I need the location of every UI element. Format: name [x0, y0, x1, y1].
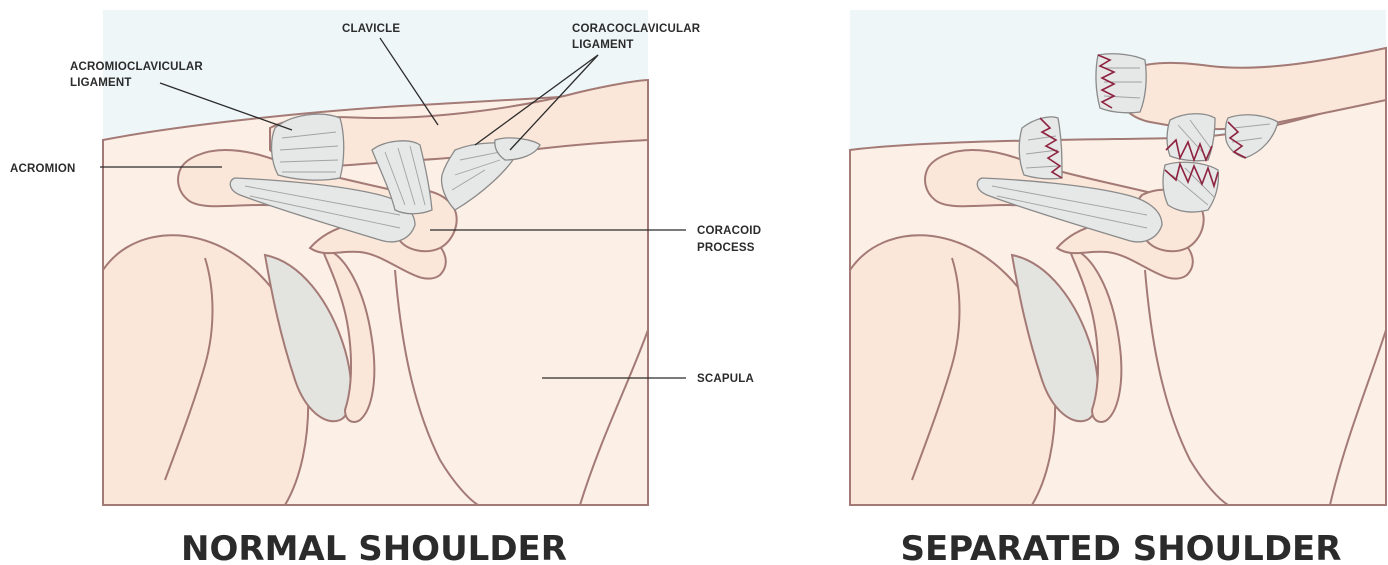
clavicle-label: CLAVICLE [342, 23, 400, 35]
coracoclavicular-label-line1: CORACOCLAVICULAR [572, 23, 701, 35]
coracoclavicular-label-line2: LIGAMENT [572, 39, 634, 51]
normal-acromioclavicular-ligament [272, 114, 344, 180]
separated-torn-trapezoid-lower [1163, 162, 1218, 212]
separated-torn-ac-ligament-upper [1096, 54, 1146, 113]
coracoid-label-line1: CORACOID [697, 225, 761, 237]
scapula-label: SCAPULA [697, 373, 754, 385]
separated-shoulder-panel: SEPARATED SHOULDER [850, 10, 1386, 565]
coracoid-label-line2: PROCESS [697, 242, 755, 254]
acromioclavicular-label-line2: LIGAMENT [70, 77, 132, 89]
normal-shoulder-caption: NORMAL SHOULDER [181, 529, 567, 565]
normal-shoulder-panel: CLAVICLE CORACOCLAVICULAR LIGAMENT ACROM… [10, 10, 761, 565]
acromion-label: ACROMION [10, 163, 76, 175]
separated-shoulder-caption: SEPARATED SHOULDER [901, 529, 1342, 565]
acromioclavicular-label-line1: ACROMIOCLAVICULAR [70, 61, 203, 73]
